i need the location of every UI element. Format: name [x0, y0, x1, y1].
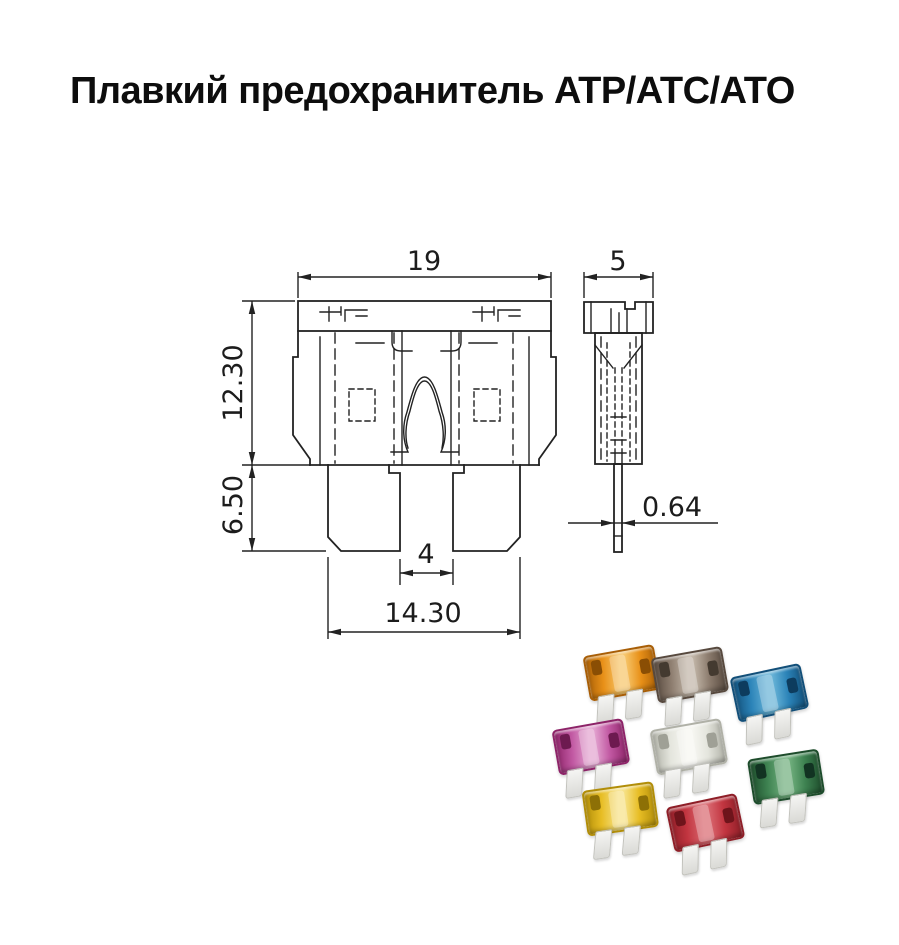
- dim-blade-thickness-label: 0.64: [642, 492, 702, 523]
- blade-right: [452, 464, 521, 552]
- fuse-slot-right: [785, 677, 799, 694]
- fuse-blade-right: [788, 792, 808, 825]
- blade-left: [327, 464, 401, 552]
- fuse-green: [739, 746, 834, 832]
- front-view: [292, 300, 557, 552]
- fuse-body: [746, 748, 826, 806]
- fuse-body: [665, 792, 746, 853]
- side-body-outline: [594, 332, 643, 465]
- fuse-slot-left: [658, 661, 671, 678]
- fuse-blade-right: [691, 762, 711, 795]
- fuse-slot-left: [559, 733, 572, 750]
- fuse-blade-right: [621, 825, 642, 857]
- latch-hooks: [355, 330, 498, 352]
- fuse-slot-left: [754, 763, 768, 780]
- fuse-element-window: [608, 654, 631, 693]
- page-title: Плавкий предохранитель ATP/ATC/ATO: [70, 70, 795, 112]
- fuse-slot-left: [737, 680, 751, 697]
- fuse-element-window: [755, 673, 780, 713]
- side-blade: [613, 463, 623, 553]
- band-clip-right: [471, 306, 521, 322]
- fuse-blue: [721, 660, 819, 750]
- fuse-slot-right: [721, 807, 735, 824]
- dim-height-label: 12.30: [218, 344, 249, 421]
- fuse-body: [551, 717, 631, 776]
- fuses-photo: [540, 628, 885, 883]
- window-left: [348, 388, 376, 422]
- fuse-element: [390, 376, 459, 453]
- fuse-slot-right: [705, 731, 719, 749]
- fuse-element-window: [676, 656, 699, 695]
- hidden-lines: [334, 332, 514, 464]
- fuse-blade-left: [663, 767, 682, 800]
- dim-side-width-label: 5: [609, 246, 626, 277]
- fuse-element-window: [691, 803, 716, 843]
- dimensions: 19 5 12.30 6.50 4 14.30 0.64: [218, 246, 718, 639]
- fuse-blade-right: [710, 837, 728, 870]
- dim-blade-span-label: 14.30: [384, 598, 461, 629]
- fuse-red: [657, 790, 755, 880]
- fuse-element-window: [577, 728, 600, 767]
- side-hidden-lines-inner: [606, 342, 631, 462]
- fuse-slot-left: [589, 794, 602, 811]
- fuse-blade-left: [681, 843, 699, 876]
- side-view: [583, 301, 654, 553]
- fuse-element-window: [773, 758, 795, 797]
- fuse-yellow: [573, 779, 666, 864]
- fuse-slot-right: [607, 731, 621, 749]
- band-clip-left: [318, 306, 368, 322]
- side-taper-lines: [594, 344, 643, 369]
- grip-ridges-band: [297, 300, 552, 332]
- inner-walls: [319, 336, 530, 466]
- fuse-blade-right: [624, 688, 644, 721]
- fuse-element-window: [675, 728, 698, 767]
- housing-outline-right: [538, 330, 557, 466]
- fuse-body: [649, 717, 729, 776]
- fuse-slot-right: [637, 794, 650, 812]
- side-cap-outline: [583, 301, 654, 334]
- dim-blade-height-label: 6.50: [218, 475, 249, 535]
- fuse-slot-right: [706, 659, 720, 677]
- side-hidden-lines: [600, 336, 637, 462]
- technical-drawing: 19 5 12.30 6.50 4 14.30 0.64: [218, 246, 718, 639]
- side-cap-details: [590, 301, 647, 334]
- dim-width-label: 19: [407, 246, 441, 277]
- fuse-blade-left: [759, 797, 779, 829]
- fuse-blade-left: [745, 713, 763, 746]
- side-centre-details: [610, 416, 627, 465]
- fuse-body: [581, 781, 660, 837]
- fuse-blade-right: [774, 707, 792, 740]
- fuse-slot-left: [673, 810, 687, 827]
- fuse-slot-right: [803, 762, 816, 779]
- fuse-element-window: [607, 790, 629, 829]
- dim-blade-gap-label: 4: [417, 539, 434, 570]
- fuse-slot-left: [657, 733, 670, 750]
- fuse-slot-left: [590, 659, 603, 676]
- housing-outline-left: [292, 330, 311, 466]
- fuse-body: [650, 645, 730, 704]
- centre-tower-edges: [401, 330, 452, 466]
- window-right: [473, 388, 501, 422]
- fuse-body: [729, 662, 810, 723]
- fuse-blade-left: [592, 829, 613, 861]
